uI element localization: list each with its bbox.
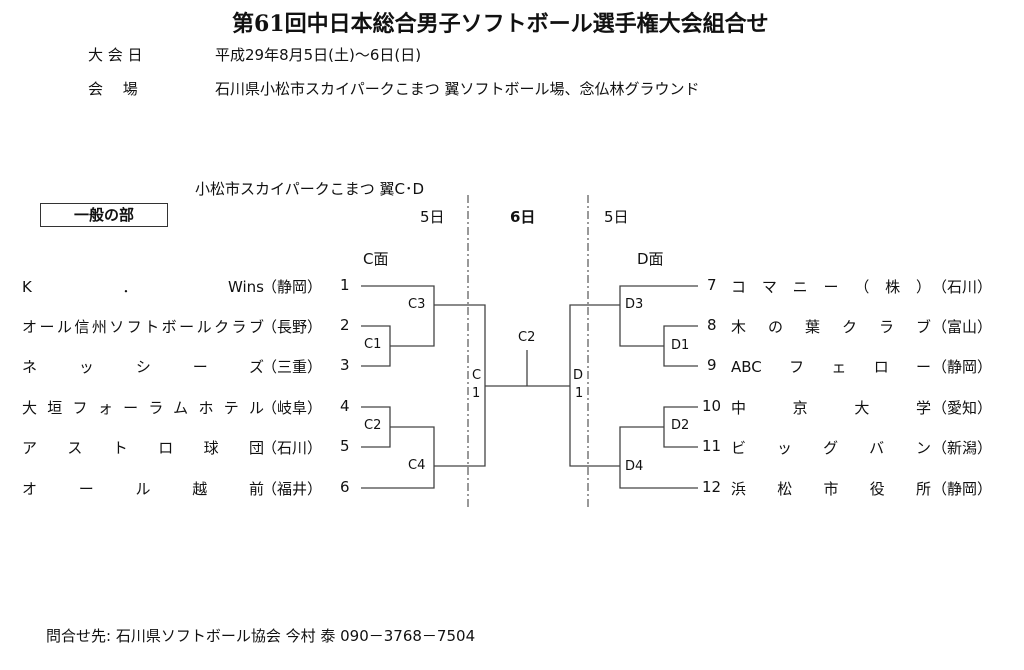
game-d2: D2 [671,418,690,433]
team-name: ビッグバン [731,439,931,457]
team-number: 8 [707,316,717,334]
team-number: 9 [707,356,717,374]
day-left: 5日 [420,208,445,226]
game-semi-c: C [472,368,482,383]
game-c4: C4 [408,458,426,473]
team-number: 4 [340,397,350,415]
team-prefecture: （愛知） [932,399,993,417]
day-right: 5日 [604,208,629,226]
team-name: 中京大学 [731,399,931,417]
game-d4: D4 [625,459,644,474]
team-number: 10 [702,397,722,415]
team-number: 7 [707,276,717,294]
team-name: K．Wins [22,278,264,296]
page-title: 第61回中日本総合男子ソフトボール選手権大会組合せ [232,11,769,37]
court-d: D面 [637,250,664,268]
game-c1: C1 [364,337,382,352]
team-prefecture: （岐阜） [262,399,323,417]
team-prefecture: （静岡） [932,358,993,376]
line-semi-d [569,304,620,467]
venue-label: 会 場 [88,80,138,98]
team-name: 大垣フォーラムホテル [22,399,264,417]
team-prefecture: （石川） [932,278,993,296]
team-number: 11 [702,437,722,455]
team-number: 6 [340,478,350,496]
contact-footer: 問合せ先: 石川県ソフトボール協会 今村 泰 090－3768－7504 [46,627,476,645]
team-prefecture: （三重） [262,358,323,376]
team-number: 2 [340,316,350,334]
venue-value: 石川県小松市スカイパークこまつ 翼ソフトボール場、念仏林グラウンド [215,80,700,98]
team-name: 木の葉クラブ [731,318,931,336]
venue-sub: 小松市スカイパークこまつ 翼C･D [195,180,424,198]
team-name: ネッシーズ [22,358,264,376]
line-d1 [663,325,698,367]
team-prefecture: （長野） [262,318,323,336]
team-number: 12 [702,478,722,496]
game-semi-d-no: 1 [575,386,584,401]
team-name: コマニー（株） [731,278,931,296]
day-center: 6日 [510,208,536,226]
team-prefecture: （石川） [262,439,323,457]
line-d3 [619,285,698,347]
team-name: オール信州ソフトボールクラブ [22,318,264,336]
team-name: アストロ球団 [22,439,264,457]
line-c4 [361,426,435,489]
team-prefecture: （静岡） [932,480,993,498]
game-d3: D3 [625,297,644,312]
game-c3: C3 [408,297,426,312]
line-c1 [361,325,391,367]
team-prefecture: （福井） [262,480,323,498]
game-final: C2 [518,330,536,345]
line-d4 [619,426,698,489]
team-name: ABCフェロー [731,358,931,376]
line-c3-top [361,285,435,347]
game-c2: C2 [364,418,382,433]
date-label: 大 会 日 [88,46,143,64]
division-label: 一般の部 [40,203,168,227]
team-prefecture: （富山） [932,318,993,336]
team-number: 1 [340,276,350,294]
game-d1: D1 [671,338,690,353]
game-semi-c-no: 1 [472,386,481,401]
team-name: 浜松市役所 [731,480,931,498]
game-semi-d: D [573,368,584,383]
team-prefecture: （新潟） [932,439,993,457]
team-number: 5 [340,437,350,455]
date-value: 平成29年8月5日(土)～6日(日) [215,46,422,64]
court-c: C面 [363,250,389,268]
team-prefecture: （静岡） [262,278,323,296]
team-name: オール越前 [22,480,264,498]
team-number: 3 [340,356,350,374]
